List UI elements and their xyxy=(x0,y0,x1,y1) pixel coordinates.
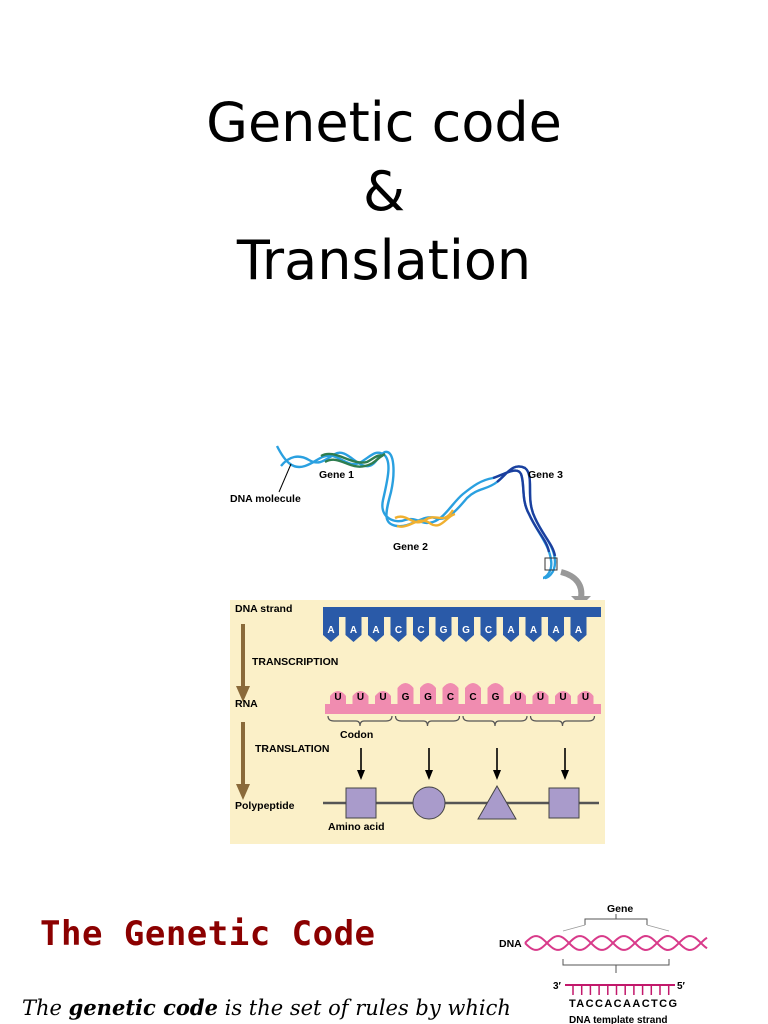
rna-base-letter: G xyxy=(424,692,432,703)
dna-molecule-label: DNA molecule xyxy=(230,493,301,505)
rna-base-letter: U xyxy=(514,692,521,703)
rna-base xyxy=(397,683,414,704)
template-sequence: TACCACAACTCG xyxy=(569,998,678,1010)
dna-base xyxy=(458,617,474,642)
rna-base-letter: G xyxy=(492,692,500,703)
rna-base-letter: U xyxy=(582,692,589,703)
title-line-1: Genetic code xyxy=(206,91,562,154)
dna-base-letter: A xyxy=(327,625,334,636)
dna-base-letter: G xyxy=(462,625,470,636)
dna-base-letter: C xyxy=(395,625,402,636)
polypeptide-label: Polypeptide xyxy=(235,800,295,812)
rna-base-letter: G xyxy=(402,692,410,703)
rna-base xyxy=(487,683,504,704)
rna-base-letter: U xyxy=(537,692,544,703)
codon-brace xyxy=(394,715,461,727)
dna-helix xyxy=(524,935,708,951)
rna-base-letter: U xyxy=(334,692,341,703)
gene-3-label: Gene 3 xyxy=(528,469,563,481)
codon-label: Codon xyxy=(340,729,373,741)
amino-acid-square-2 xyxy=(548,787,580,819)
codon-brace xyxy=(327,715,393,727)
three-prime-label: 3′ xyxy=(553,981,562,992)
dna-base xyxy=(345,617,362,642)
dna-label: DNA xyxy=(499,938,522,950)
rna-base xyxy=(555,691,571,704)
dna-base-letter: C xyxy=(417,625,424,636)
dna-base xyxy=(413,617,429,642)
dna-base-letter: A xyxy=(575,625,582,636)
rna-base-letter: U xyxy=(559,692,566,703)
dna-base-letter: C xyxy=(485,625,492,636)
dna-base xyxy=(323,617,339,642)
rna-base xyxy=(352,691,369,704)
dna-base xyxy=(503,617,519,642)
gene-2-label: Gene 2 xyxy=(393,541,428,553)
dna-template-figure: Gene DNA 3′ 5′ TACCACAACTCG DNA template… xyxy=(499,903,708,1024)
codon-braces xyxy=(327,715,596,727)
gene-bracket xyxy=(584,914,648,925)
codon-brace xyxy=(529,715,596,727)
amino-acid-circle xyxy=(412,786,446,820)
dna-base-letter: A xyxy=(552,625,559,636)
dna-strand-label: DNA strand xyxy=(235,603,292,615)
dna-base xyxy=(548,617,564,642)
dna-base xyxy=(570,617,587,642)
codon-brace xyxy=(462,715,528,727)
gene-label: Gene xyxy=(607,903,633,915)
rna-base-letter: U xyxy=(379,692,386,703)
rna-base xyxy=(465,683,481,704)
dna-molecule-helix xyxy=(275,444,558,580)
gene-1-label: Gene 1 xyxy=(319,469,354,481)
dna-base-letter: G xyxy=(440,625,448,636)
rna-base xyxy=(532,691,549,704)
rna-base-letter: C xyxy=(447,692,454,703)
rna-base xyxy=(375,691,391,704)
dna-base xyxy=(525,617,542,642)
rna-backbone xyxy=(325,704,601,714)
process-arrows xyxy=(236,624,250,800)
rna-base-letter: C xyxy=(469,692,476,703)
amino-acid-label: Amino acid xyxy=(328,821,385,833)
gene-expression-figure: DNA molecule Gene 1 Gene 2 Gene 3 DNA st… xyxy=(230,444,605,844)
dna-base xyxy=(480,617,497,642)
genetic-code-term: genetic code xyxy=(68,995,218,1020)
rna-base xyxy=(442,683,459,704)
amino-acid-triangle xyxy=(477,784,517,820)
body-text: The genetic code is the set of rules by … xyxy=(22,995,511,1020)
zoom-arrow xyxy=(560,569,585,599)
dna-backbone xyxy=(323,607,601,617)
transcription-label: TRANSCRIPTION xyxy=(252,656,338,668)
rna-base xyxy=(420,683,436,704)
dna-base-letter: A xyxy=(372,625,379,636)
amino-acids xyxy=(345,784,580,820)
five-prime-label: 5′ xyxy=(677,981,686,992)
rna-base xyxy=(577,691,594,704)
template-bracket xyxy=(562,959,670,973)
codon-arrows xyxy=(357,748,569,780)
section-heading: The Genetic Code xyxy=(40,914,376,954)
dna-base xyxy=(390,617,407,642)
dna-base-letter: A xyxy=(350,625,357,636)
title-line-3: Translation xyxy=(236,229,532,292)
rna-base xyxy=(510,691,526,704)
rna-base xyxy=(330,691,346,704)
template-strand-label: DNA template strand xyxy=(569,1015,668,1024)
strand-ticks xyxy=(572,985,670,995)
dna-base xyxy=(435,617,452,642)
dna-base xyxy=(368,617,384,642)
dna-base-letter: A xyxy=(507,625,514,636)
slide-title: Genetic code & Translation xyxy=(0,88,768,295)
rna-base-letter: U xyxy=(357,692,364,703)
translation-label: TRANSLATION xyxy=(255,743,329,755)
rna-label: RNA xyxy=(235,698,258,710)
amino-acid-square-1 xyxy=(345,787,377,819)
title-line-2: & xyxy=(362,160,406,223)
dna-base-letter: A xyxy=(530,625,537,636)
